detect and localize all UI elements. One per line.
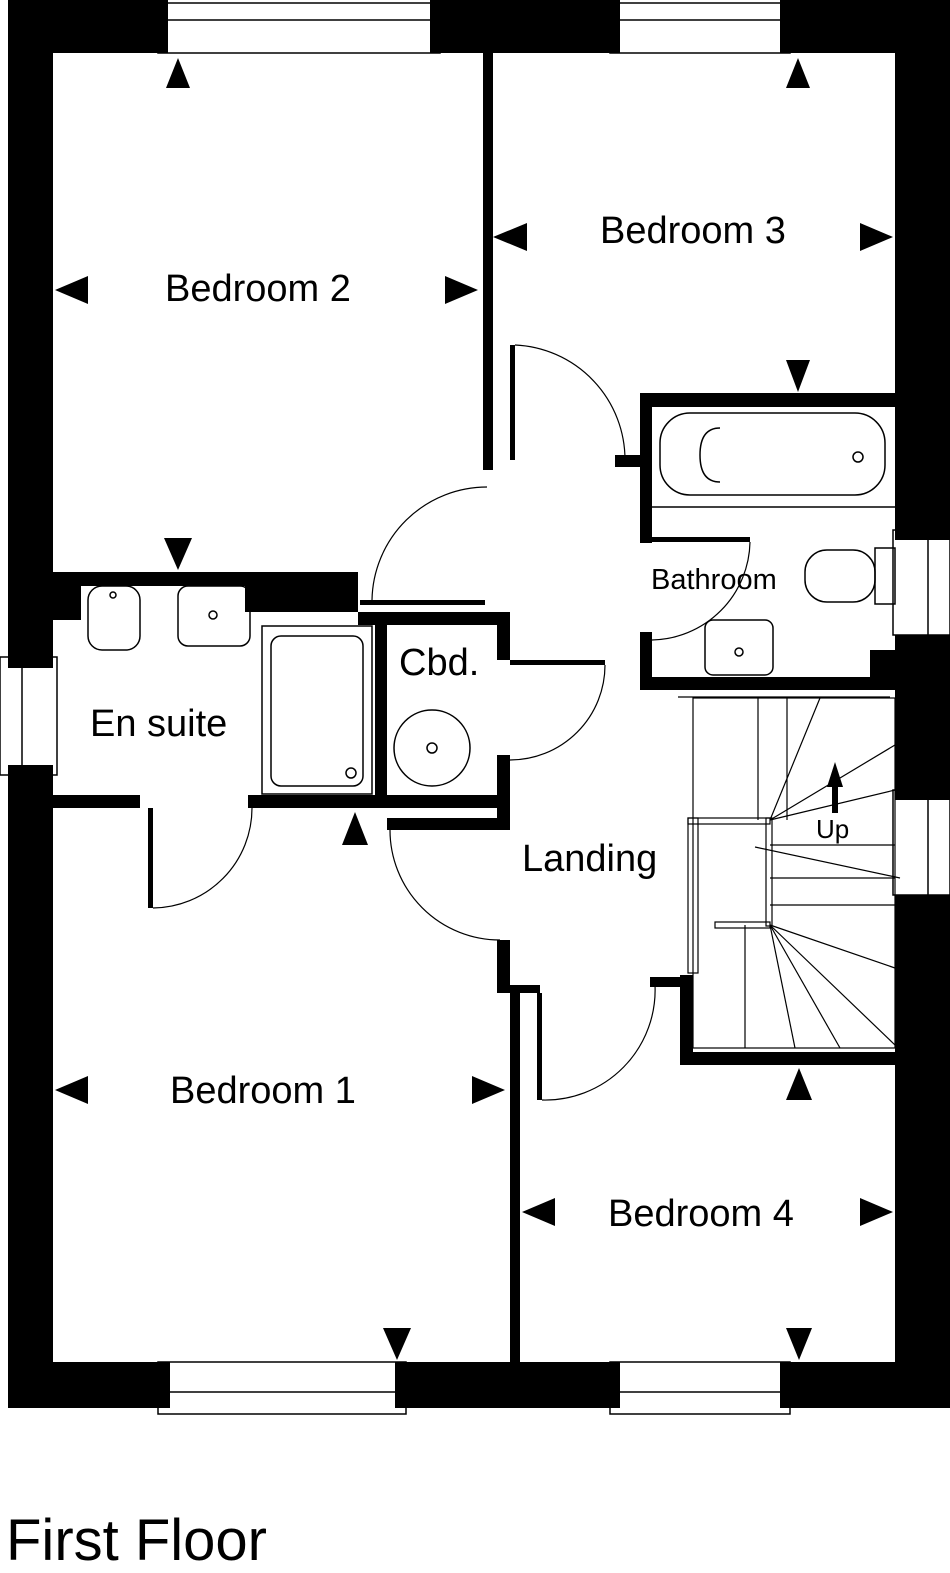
shower-tray	[261, 625, 373, 795]
room-label-bedroom-1: Bedroom 1	[170, 1070, 356, 1112]
room-label-bathroom: Bathroom	[651, 564, 777, 596]
stairs-up-label: Up	[816, 814, 850, 844]
room-label-bedroom-2: Bedroom 2	[165, 268, 351, 310]
bathroom-toilet	[804, 549, 876, 603]
room-label-en-suite: En suite	[90, 703, 228, 745]
floor-title: First Floor	[6, 1508, 267, 1573]
ensuite-basin	[177, 585, 251, 647]
fixtures	[87, 412, 896, 795]
ensuite-toilet	[87, 585, 141, 651]
bathtub	[659, 412, 886, 496]
bathroom-basin	[704, 619, 774, 676]
room-label-cupboard: Cbd.	[399, 642, 480, 684]
dimension-arrows	[55, 58, 893, 1360]
room-label-bedroom-3: Bedroom 3	[600, 210, 786, 252]
walls	[8, 0, 950, 1408]
boiler	[393, 709, 471, 787]
staircase	[678, 696, 901, 1049]
windows	[0, 2, 950, 1415]
door-swings	[152, 344, 751, 1101]
room-label-landing: Landing	[522, 838, 658, 880]
room-label-bedroom-4: Bedroom 4	[608, 1193, 794, 1235]
